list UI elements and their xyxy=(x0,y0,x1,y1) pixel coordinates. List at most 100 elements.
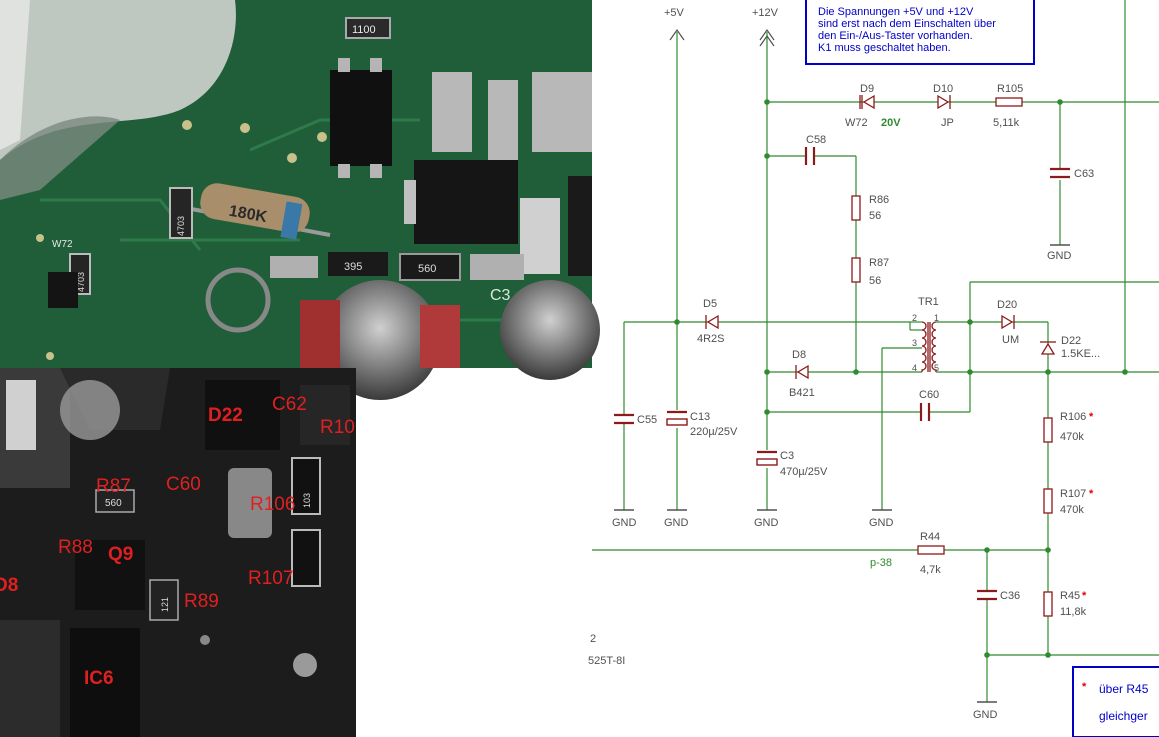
r45-body[interactable] xyxy=(1043,591,1053,617)
note-top-line-2: sind erst nach dem Einschalten über xyxy=(818,18,996,30)
c36-symbol[interactable] xyxy=(977,589,997,601)
photo-label-r106: R106 xyxy=(250,494,295,515)
r44-value: 4,7k xyxy=(920,564,941,576)
capacitors xyxy=(614,147,1070,601)
tr1-pin-2: 2 xyxy=(912,313,917,323)
c60-symbol[interactable] xyxy=(919,403,931,421)
r44-body[interactable] xyxy=(917,545,945,555)
d22-name: D22 xyxy=(1061,335,1081,347)
r106-star: * xyxy=(1089,411,1094,423)
tr1-pin-5: 5 xyxy=(934,363,939,373)
d22-symbol[interactable] xyxy=(1040,341,1056,355)
note-top-box xyxy=(805,0,1035,65)
photo-top-silk-180k: 180K xyxy=(228,203,269,226)
c55-symbol[interactable] xyxy=(614,413,634,425)
photo-top-silk-4703b: 4703 xyxy=(76,272,86,292)
rail-12v-label: +12V xyxy=(752,7,779,19)
r107-body[interactable] xyxy=(1043,488,1053,514)
c13-symbol[interactable] xyxy=(666,410,688,426)
net-label-p38: p-38 xyxy=(870,557,892,569)
d20-symbol[interactable] xyxy=(1001,314,1015,330)
photo-label-r89: R89 xyxy=(184,591,219,612)
r105-name: R105 xyxy=(997,83,1023,95)
d9-symbol[interactable] xyxy=(859,94,875,110)
r86-body[interactable] xyxy=(851,195,861,221)
tr1-pin-4: 4 xyxy=(912,363,917,373)
r107-name: R107 xyxy=(1060,488,1086,500)
photo-top-silk-c3: C3 xyxy=(490,287,511,304)
r45-star: * xyxy=(1082,590,1087,602)
c63-name: C63 xyxy=(1074,168,1094,180)
r106-value: 470k xyxy=(1060,431,1084,443)
note-bottom-box xyxy=(1072,666,1159,737)
note-bottom-line-1: über R45 xyxy=(1099,682,1149,696)
junctions xyxy=(674,99,1128,658)
pcb-photo-top: 1100 180K 4703 4703 W72 395 560 xyxy=(0,0,600,400)
c63-symbol[interactable] xyxy=(1050,167,1070,179)
photo-label-d8: D8 xyxy=(0,575,18,596)
d9-value2: 20V xyxy=(881,117,901,129)
c55-name: C55 xyxy=(637,414,657,426)
gnd-label-c63: GND xyxy=(1047,250,1072,262)
note-top-line-1: Die Spannungen +5V und +12V xyxy=(818,6,974,18)
tr1-symbol[interactable] xyxy=(921,321,937,373)
photo-top-silk-1100: 1100 xyxy=(352,24,376,36)
c13-name: C13 xyxy=(690,411,710,423)
note-top-line-4: K1 muss geschaltet haben. xyxy=(818,42,951,54)
schematic xyxy=(592,0,1159,702)
d5-symbol[interactable] xyxy=(705,314,719,330)
photo-top-silk-4703a: 4703 xyxy=(176,216,186,236)
photo-top-silk-560: 560 xyxy=(418,263,436,275)
d8-name: D8 xyxy=(792,349,806,361)
photo-top-silk-395: 395 xyxy=(344,261,362,273)
gnd-label-c3: GND xyxy=(754,517,779,529)
r44-name: R44 xyxy=(920,531,940,543)
photo-label-ic6: IC6 xyxy=(84,668,114,689)
d10-name: D10 xyxy=(933,83,953,95)
left-cut-line-2: 525T-8I xyxy=(588,655,625,667)
schematic-labels: Die Spannungen +5V und +12V sind erst na… xyxy=(588,6,1149,723)
photo-label-r87: R87 xyxy=(96,476,131,497)
c13-value: 220µ/25V xyxy=(690,426,738,438)
c58-name: C58 xyxy=(806,134,826,146)
r105-body[interactable] xyxy=(995,97,1023,107)
photo-label-d22: D22 xyxy=(208,405,243,426)
photo-label-r88: R88 xyxy=(58,537,93,558)
d5-value: 4R2S xyxy=(697,333,725,345)
d8-symbol[interactable] xyxy=(795,364,809,380)
d5-name: D5 xyxy=(703,298,717,310)
gnd-label-c55: GND xyxy=(612,517,637,529)
r87-body[interactable] xyxy=(851,257,861,283)
c36-name: C36 xyxy=(1000,590,1020,602)
c58-symbol[interactable] xyxy=(804,147,816,165)
d10-value: JP xyxy=(941,117,954,129)
d9-value: W72 xyxy=(845,117,868,129)
c60-name: C60 xyxy=(919,389,939,401)
left-cut-line-1: 2 xyxy=(590,633,596,645)
tr1-pin-1: 1 xyxy=(934,313,939,323)
r107-value: 470k xyxy=(1060,504,1084,516)
tr1-name: TR1 xyxy=(918,296,939,308)
r86-value: 56 xyxy=(869,210,881,222)
photo-label-r10: R10 xyxy=(320,417,355,438)
photo-top-silk-w72: W72 xyxy=(52,239,73,250)
c3-symbol[interactable] xyxy=(756,450,778,466)
note-top-line-3: den Ein-/Aus-Taster vorhanden. xyxy=(818,30,973,42)
r86-name: R86 xyxy=(869,194,889,206)
d10-symbol[interactable] xyxy=(937,94,951,110)
photo-bottom-silk-103: 103 xyxy=(302,493,312,508)
c3-name: C3 xyxy=(780,450,794,462)
gnd-symbols xyxy=(614,244,1070,703)
r45-name: R45 xyxy=(1060,590,1080,602)
r87-value: 56 xyxy=(869,275,881,287)
r106-body[interactable] xyxy=(1043,417,1053,443)
r107-star: * xyxy=(1089,488,1094,500)
diodes xyxy=(705,94,1056,380)
photo-bottom-silk-560: 560 xyxy=(105,498,122,509)
r45-value: 11,8k xyxy=(1060,606,1087,618)
r87-name: R87 xyxy=(869,257,889,269)
d20-value: UM xyxy=(1002,334,1019,346)
d20-name: D20 xyxy=(997,299,1017,311)
gnd-label-tr1: GND xyxy=(869,517,894,529)
gnd-label-c36: GND xyxy=(973,709,998,721)
